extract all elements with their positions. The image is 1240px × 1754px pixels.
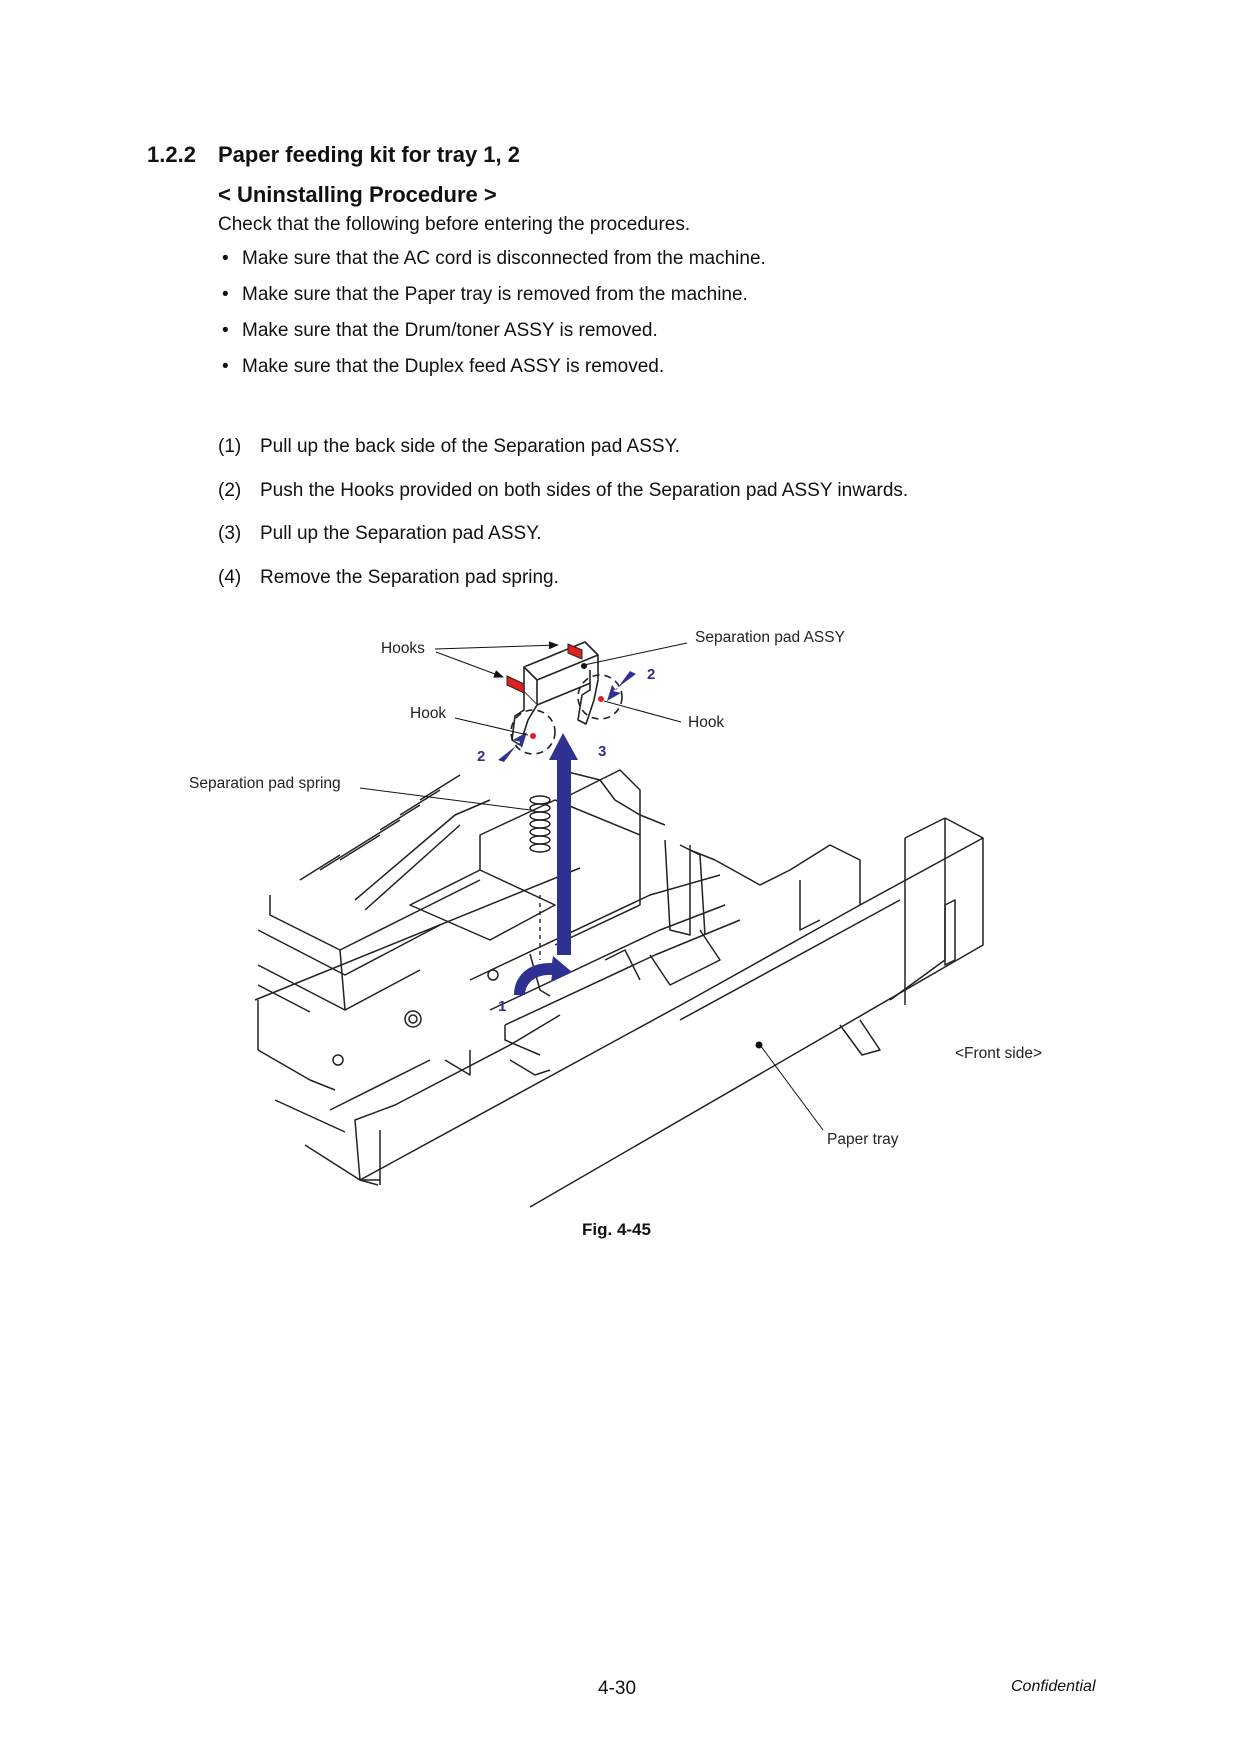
paper-tray-drawing: [254, 769, 984, 1208]
step-number: (3): [218, 523, 242, 544]
step-marker-2-left: 2: [477, 748, 485, 765]
separation-pad-spring-drawing: [529, 795, 551, 960]
step-text: Pull up the back side of the Separation …: [260, 436, 681, 457]
page-number: 4-30: [598, 1678, 637, 1699]
procedure-steps: (1) Pull up the back side of the Separati…: [218, 436, 908, 610]
hook-highlight-icon: [506, 675, 525, 694]
callout-paper-tray: Paper tray: [827, 1131, 899, 1148]
list-item: • Make sure that the Drum/toner ASSY is r…: [222, 320, 766, 356]
arrow-push-right-icon: [498, 732, 527, 762]
step-text: Push the Hooks provided on both sides of…: [260, 479, 909, 501]
intro-text: Check that the following before entering…: [218, 214, 691, 235]
list-item: • Make sure that the Paper tray is remove…: [222, 284, 766, 320]
step-arrows: [498, 671, 636, 995]
leader-lines: [359, 641, 824, 1131]
step-number: (1): [218, 436, 242, 457]
arrow-up-icon: [549, 733, 578, 955]
hook-detail-circle-icon: [510, 709, 556, 755]
step-item: (4) Remove the Separation pad spring.: [218, 567, 908, 611]
arrow-push-left-icon: [607, 671, 636, 701]
section-title: Paper feeding kit for tray 1, 2: [218, 142, 520, 167]
bullet-icon: •: [222, 356, 229, 377]
callout-hooks: Hooks: [381, 640, 425, 657]
step-marker-3: 3: [598, 743, 606, 760]
bullet-icon: •: [222, 248, 229, 269]
step-item: (3) Pull up the Separation pad ASSY.: [218, 523, 908, 567]
hook-highlight-icon: [567, 643, 583, 660]
list-item-text: Make sure that the Duplex feed ASSY is r…: [242, 356, 665, 377]
callout-separation-pad-spring: Separation pad spring: [189, 775, 341, 792]
step-number: (2): [218, 479, 242, 501]
section-number: 1.2.2: [147, 142, 196, 167]
procedure-title: < Uninstalling Procedure >: [218, 182, 497, 207]
callout-hook-left: Hook: [410, 705, 446, 722]
bullet-icon: •: [222, 284, 229, 305]
callout-hook-right: Hook: [688, 714, 724, 731]
list-item: • Make sure that the Duplex feed ASSY is …: [222, 356, 766, 392]
hook-point-icon: [598, 696, 604, 702]
callout-front-side: <Front side>: [955, 1045, 1042, 1062]
step-text: Remove the Separation pad spring.: [260, 566, 559, 588]
figure-caption: Fig. 4-45: [582, 1220, 651, 1239]
arrow-curved-icon: [514, 956, 572, 995]
list-item-text: Make sure that the Drum/toner ASSY is re…: [242, 320, 658, 341]
step-item: (2) Push the Hooks provided on both sides…: [218, 480, 908, 524]
step-marker-1: 1: [498, 998, 506, 1015]
bullet-icon: •: [222, 320, 229, 341]
hook-point-icon: [530, 733, 536, 739]
step-item: (1) Pull up the back side of the Separati…: [218, 436, 908, 480]
list-item-text: Make sure that the Paper tray is removed…: [242, 284, 748, 305]
checklist: • Make sure that the AC cord is disconnec…: [222, 248, 766, 392]
confidential-label: Confidential: [1011, 1678, 1096, 1695]
step-number: (4): [218, 566, 242, 588]
list-item: • Make sure that the AC cord is disconnec…: [222, 248, 766, 284]
figure-illustration: Hooks Separation pad ASSY Hook Hook Sepa…: [189, 629, 1042, 1208]
list-item-text: Make sure that the AC cord is disconnect…: [242, 248, 766, 269]
step-marker-2-right: 2: [647, 666, 655, 683]
hook-detail-circle-icon: [577, 674, 623, 720]
step-text: Pull up the Separation pad ASSY.: [260, 523, 542, 544]
callout-separation-pad-assy: Separation pad ASSY: [695, 629, 845, 646]
